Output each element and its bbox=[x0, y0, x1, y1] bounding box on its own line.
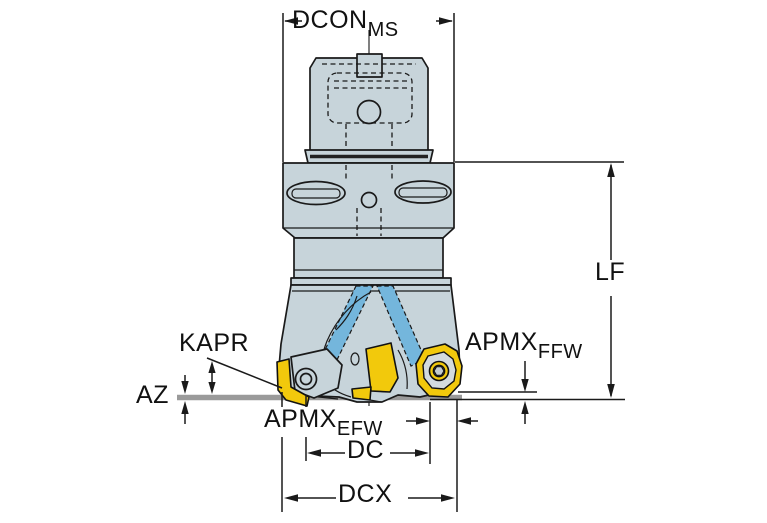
label-apmx-ffw: APMXFFW bbox=[465, 328, 583, 363]
tool-flange bbox=[304, 149, 434, 164]
label-apmx-efw-main: APMX bbox=[264, 405, 337, 433]
label-kapr: KAPR bbox=[179, 329, 250, 357]
label-dcx: DCX bbox=[338, 480, 393, 508]
reference-plane bbox=[177, 394, 625, 401]
insert-left bbox=[276, 348, 343, 407]
tool-neck bbox=[290, 237, 452, 286]
insert-right bbox=[415, 343, 463, 398]
label-dcon-ms: DCONMS bbox=[292, 6, 399, 41]
dimension-dc bbox=[305, 395, 431, 464]
label-apmx-ffw-sub: FFW bbox=[537, 341, 583, 363]
dimension-dcx bbox=[281, 392, 458, 512]
dimension-kapr bbox=[206, 357, 283, 394]
tool-shank bbox=[309, 53, 429, 156]
label-dcon-main: DCON bbox=[292, 6, 368, 34]
dimension-az bbox=[181, 375, 189, 424]
dimension-apmx-efw bbox=[406, 417, 478, 425]
insert-center bbox=[351, 342, 399, 401]
label-apmx-efw-sub: EFW bbox=[336, 418, 383, 440]
label-dcon-sub: MS bbox=[367, 19, 399, 41]
dimension-dcon bbox=[282, 13, 455, 162]
label-lf: LF bbox=[595, 258, 626, 286]
label-dc: DC bbox=[347, 436, 385, 464]
tool-collar bbox=[282, 162, 455, 239]
label-apmx-ffw-main: APMX bbox=[465, 328, 538, 356]
label-apmx-efw: APMXEFW bbox=[264, 405, 383, 440]
label-az: AZ bbox=[136, 381, 169, 409]
dimension-lf bbox=[455, 161, 624, 398]
dimension-apmx-ffw bbox=[458, 361, 537, 424]
